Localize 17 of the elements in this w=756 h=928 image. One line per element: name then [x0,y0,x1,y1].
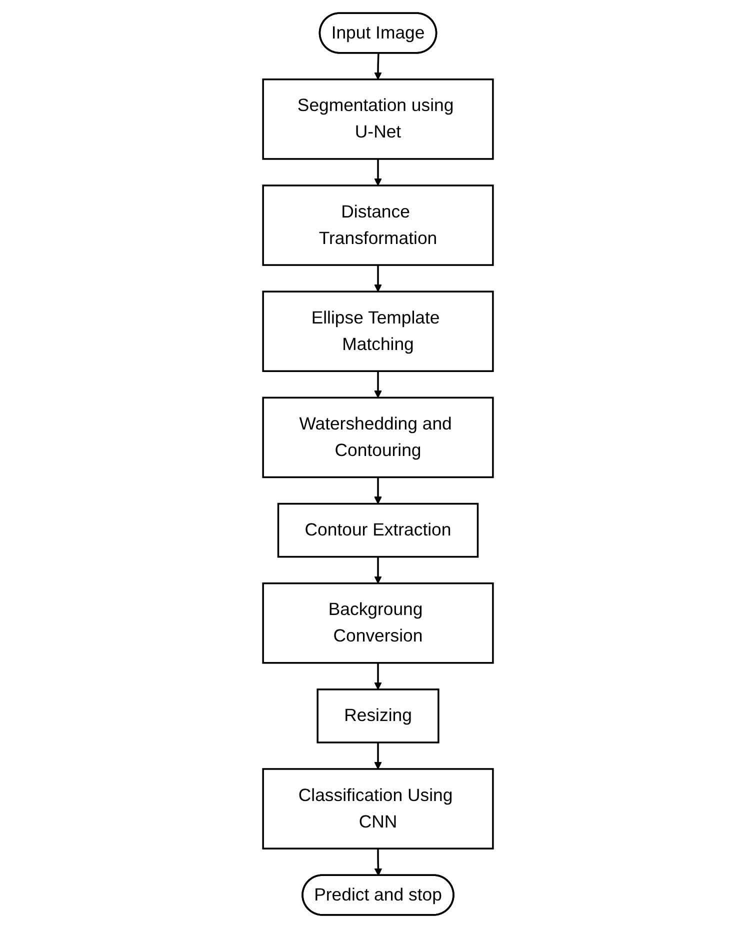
node-box: Classification Using CNN [262,768,494,850]
node-box: Resizing [316,688,440,744]
arrow [374,477,382,504]
node-box: Backgroung Conversion [262,582,494,664]
arrow [374,662,382,690]
arrow [374,742,382,770]
arrow [374,265,382,292]
node-box: Watershedding and Contouring [262,396,494,478]
node-box: Distance Transformation [262,184,494,266]
arrow [374,848,382,876]
arrow [374,158,382,186]
arrow [374,371,382,398]
node-box: Ellipse Template Matching [262,290,494,372]
node-box: Segmentation using U-Net [262,78,494,160]
arrow [374,53,382,80]
node-box: Contour Extraction [277,502,479,558]
arrow [374,556,382,584]
